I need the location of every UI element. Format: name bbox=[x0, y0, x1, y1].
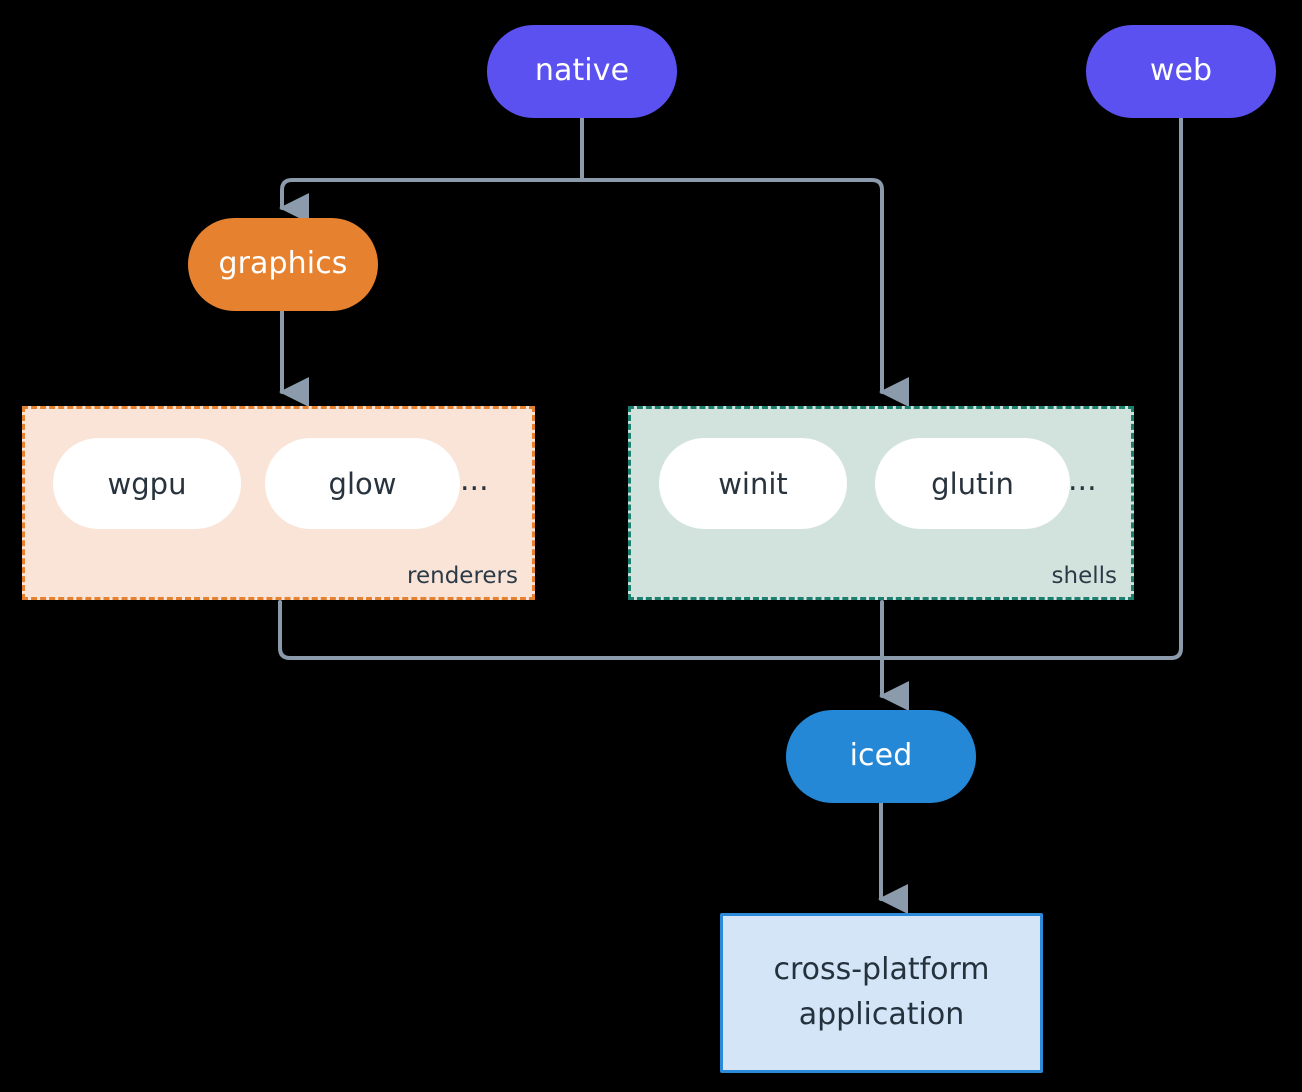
node-application-label-line1: cross-platform bbox=[773, 952, 990, 988]
group-item-winit[interactable]: winit bbox=[659, 438, 847, 529]
group-item-wgpu[interactable]: wgpu bbox=[53, 438, 241, 529]
group-renderers-ellipsis: ... bbox=[460, 463, 489, 498]
node-web[interactable]: web bbox=[1086, 25, 1276, 118]
node-iced-label: iced bbox=[849, 738, 913, 774]
group-item-glutin[interactable]: glutin bbox=[875, 438, 1070, 529]
node-web-label: web bbox=[1149, 53, 1213, 89]
group-shells-ellipsis: ... bbox=[1068, 463, 1097, 498]
group-item-glutin-label: glutin bbox=[931, 466, 1014, 501]
group-shells: winit glutin shells bbox=[628, 406, 1134, 600]
edge-native-to-shells bbox=[580, 178, 909, 407]
group-renderers: wgpu glow renderers bbox=[22, 406, 535, 600]
node-application-label-line2: application bbox=[798, 997, 965, 1032]
edge-native-to-graphics bbox=[279, 178, 584, 223]
group-item-glow-label: glow bbox=[328, 466, 397, 501]
edge-renderers-to-iced bbox=[278, 600, 884, 660]
group-item-winit-label: winit bbox=[718, 466, 788, 501]
group-renderers-label: renderers bbox=[407, 563, 518, 589]
node-graphics[interactable]: graphics bbox=[188, 218, 378, 311]
node-iced[interactable]: iced bbox=[786, 710, 976, 803]
group-item-glow[interactable]: glow bbox=[265, 438, 460, 529]
node-application[interactable]: cross-platform application bbox=[720, 913, 1043, 1073]
group-shells-label: shells bbox=[1051, 563, 1117, 589]
group-item-wgpu-label: wgpu bbox=[107, 466, 187, 501]
node-native-label: native bbox=[534, 53, 630, 89]
node-native[interactable]: native bbox=[487, 25, 677, 118]
node-graphics-label: graphics bbox=[218, 246, 348, 282]
